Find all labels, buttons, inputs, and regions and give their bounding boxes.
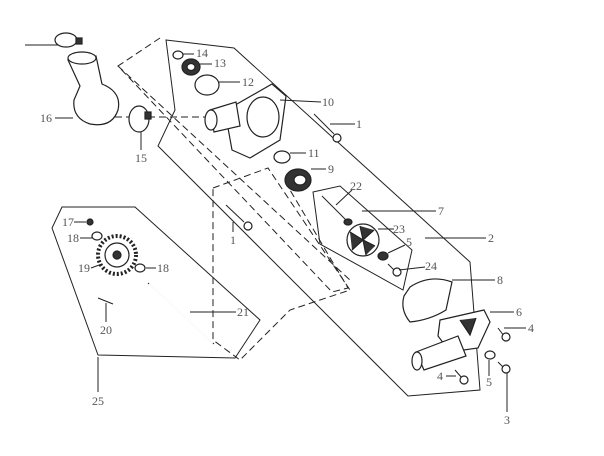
- washer-18-right-icon: [134, 263, 146, 273]
- shaft-22-icon: [321, 195, 353, 226]
- washer-5-upper-icon: [377, 251, 389, 261]
- callout-4-right: 4: [528, 321, 534, 335]
- callout-1-left: 1: [230, 233, 236, 247]
- hose-16-icon: [67, 51, 120, 126]
- callout-2: 2: [488, 231, 494, 245]
- pump-shaft-21-icon: [147, 282, 215, 345]
- assembly-1-outline: [212, 167, 351, 361]
- bolt-1-left-icon: [225, 204, 253, 231]
- clip-17-icon: [86, 218, 94, 226]
- callout-10: 10: [322, 95, 334, 109]
- pump-cover-6-icon: [411, 309, 491, 371]
- hose-clamp-15-icon: [128, 105, 152, 133]
- bearing-13-icon: [181, 58, 201, 76]
- callout-1-right: 1: [356, 117, 362, 131]
- callout-16: 16: [40, 111, 52, 125]
- callout-21: 21: [237, 305, 249, 319]
- callout-12: 12: [242, 75, 254, 89]
- assembly-7-outline: [117, 37, 349, 293]
- callout-3: 3: [504, 413, 510, 427]
- callout-8: 8: [497, 273, 503, 287]
- mechanical-seal-9-icon: [284, 168, 312, 192]
- impeller-23-icon: [346, 223, 380, 257]
- assembly-7-outline-b: [117, 65, 351, 281]
- gear-19-icon: [96, 234, 138, 276]
- callout-24: 24: [425, 259, 437, 273]
- washer-5-lower-icon: [484, 350, 496, 360]
- callout-15: 15: [135, 151, 147, 165]
- callout-22: 22: [350, 179, 362, 193]
- callout-14: 14: [196, 46, 208, 60]
- washer-18-left-icon: [91, 231, 103, 241]
- pump-housing-10-icon: [204, 83, 287, 159]
- o-ring-12-icon: [194, 74, 220, 96]
- callout-18-left: 18: [67, 231, 79, 245]
- oil-seal-11-icon: [273, 150, 291, 164]
- assembly-25-outline: [51, 206, 261, 359]
- callout-9: 9: [328, 162, 334, 176]
- pin-20-icon: [97, 297, 114, 305]
- callout-19: 19: [78, 261, 90, 275]
- callout-25: 25: [92, 394, 104, 408]
- callout-7: 7: [438, 204, 444, 218]
- hose-clamp-top-icon: [54, 32, 83, 48]
- callout-5-lower: 5: [486, 375, 492, 389]
- callout-13: 13: [214, 56, 226, 70]
- callout-4-left: 4: [437, 369, 443, 383]
- callout-23: 23: [393, 222, 405, 236]
- bolt-24-icon: [387, 263, 402, 277]
- callout-20: 20: [100, 323, 112, 337]
- callout-18-right: 18: [157, 261, 169, 275]
- assembly-22-outline: [312, 185, 413, 291]
- callout-5-upper: 5: [406, 235, 412, 249]
- assembly-2-outline: [157, 39, 481, 397]
- callout-6: 6: [516, 305, 522, 319]
- bolt-4-right-icon: [497, 327, 511, 342]
- bolt-3-icon: [497, 361, 511, 374]
- oil-seal-14-icon: [172, 50, 184, 60]
- bolt-4-left-icon: [454, 369, 469, 385]
- leader-lines: [25, 44, 526, 412]
- callout-11: 11: [308, 146, 320, 160]
- gasket-8-icon: [402, 278, 453, 323]
- callout-17: 17: [62, 215, 74, 229]
- bolt-1-right-icon: [313, 113, 342, 143]
